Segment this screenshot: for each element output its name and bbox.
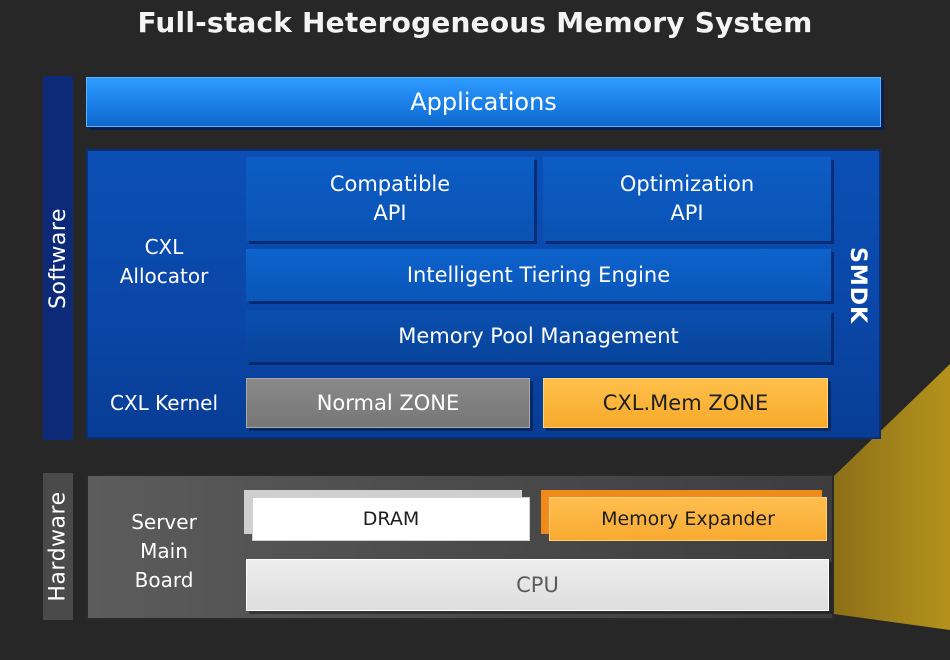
smdk-label: SMDK — [838, 240, 878, 330]
normal-zone-block: Normal ZONE — [246, 378, 530, 428]
smdk-label-text: SMDK — [845, 246, 871, 324]
optimization-api-block: Optimization API — [543, 157, 831, 241]
hardware-label-text: Hardware — [45, 491, 71, 602]
software-layer-label: Software — [43, 76, 73, 440]
diagram-title: Full-stack Heterogeneous Memory System — [137, 5, 813, 39]
applications-block: Applications — [86, 77, 881, 127]
cxl-kernel-label: CXL Kernel — [110, 390, 218, 415]
software-label-text: Software — [45, 207, 71, 309]
cxl-mem-zone-block: CXL.Mem ZONE — [543, 378, 828, 428]
hardware-layer-label: Hardware — [43, 473, 73, 620]
dram-block: DRAM — [252, 497, 530, 541]
server-main-board-label: Server Main Board — [131, 509, 197, 592]
compatible-api-block: Compatible API — [246, 157, 534, 241]
intelligent-tiering-engine-block: Intelligent Tiering Engine — [246, 249, 831, 301]
memory-expander-block: Memory Expander — [549, 497, 827, 541]
cpu-block: CPU — [246, 559, 829, 611]
cxl-allocator-label: CXL Allocator — [119, 235, 209, 288]
memory-pool-management-block: Memory Pool Management — [246, 310, 831, 362]
